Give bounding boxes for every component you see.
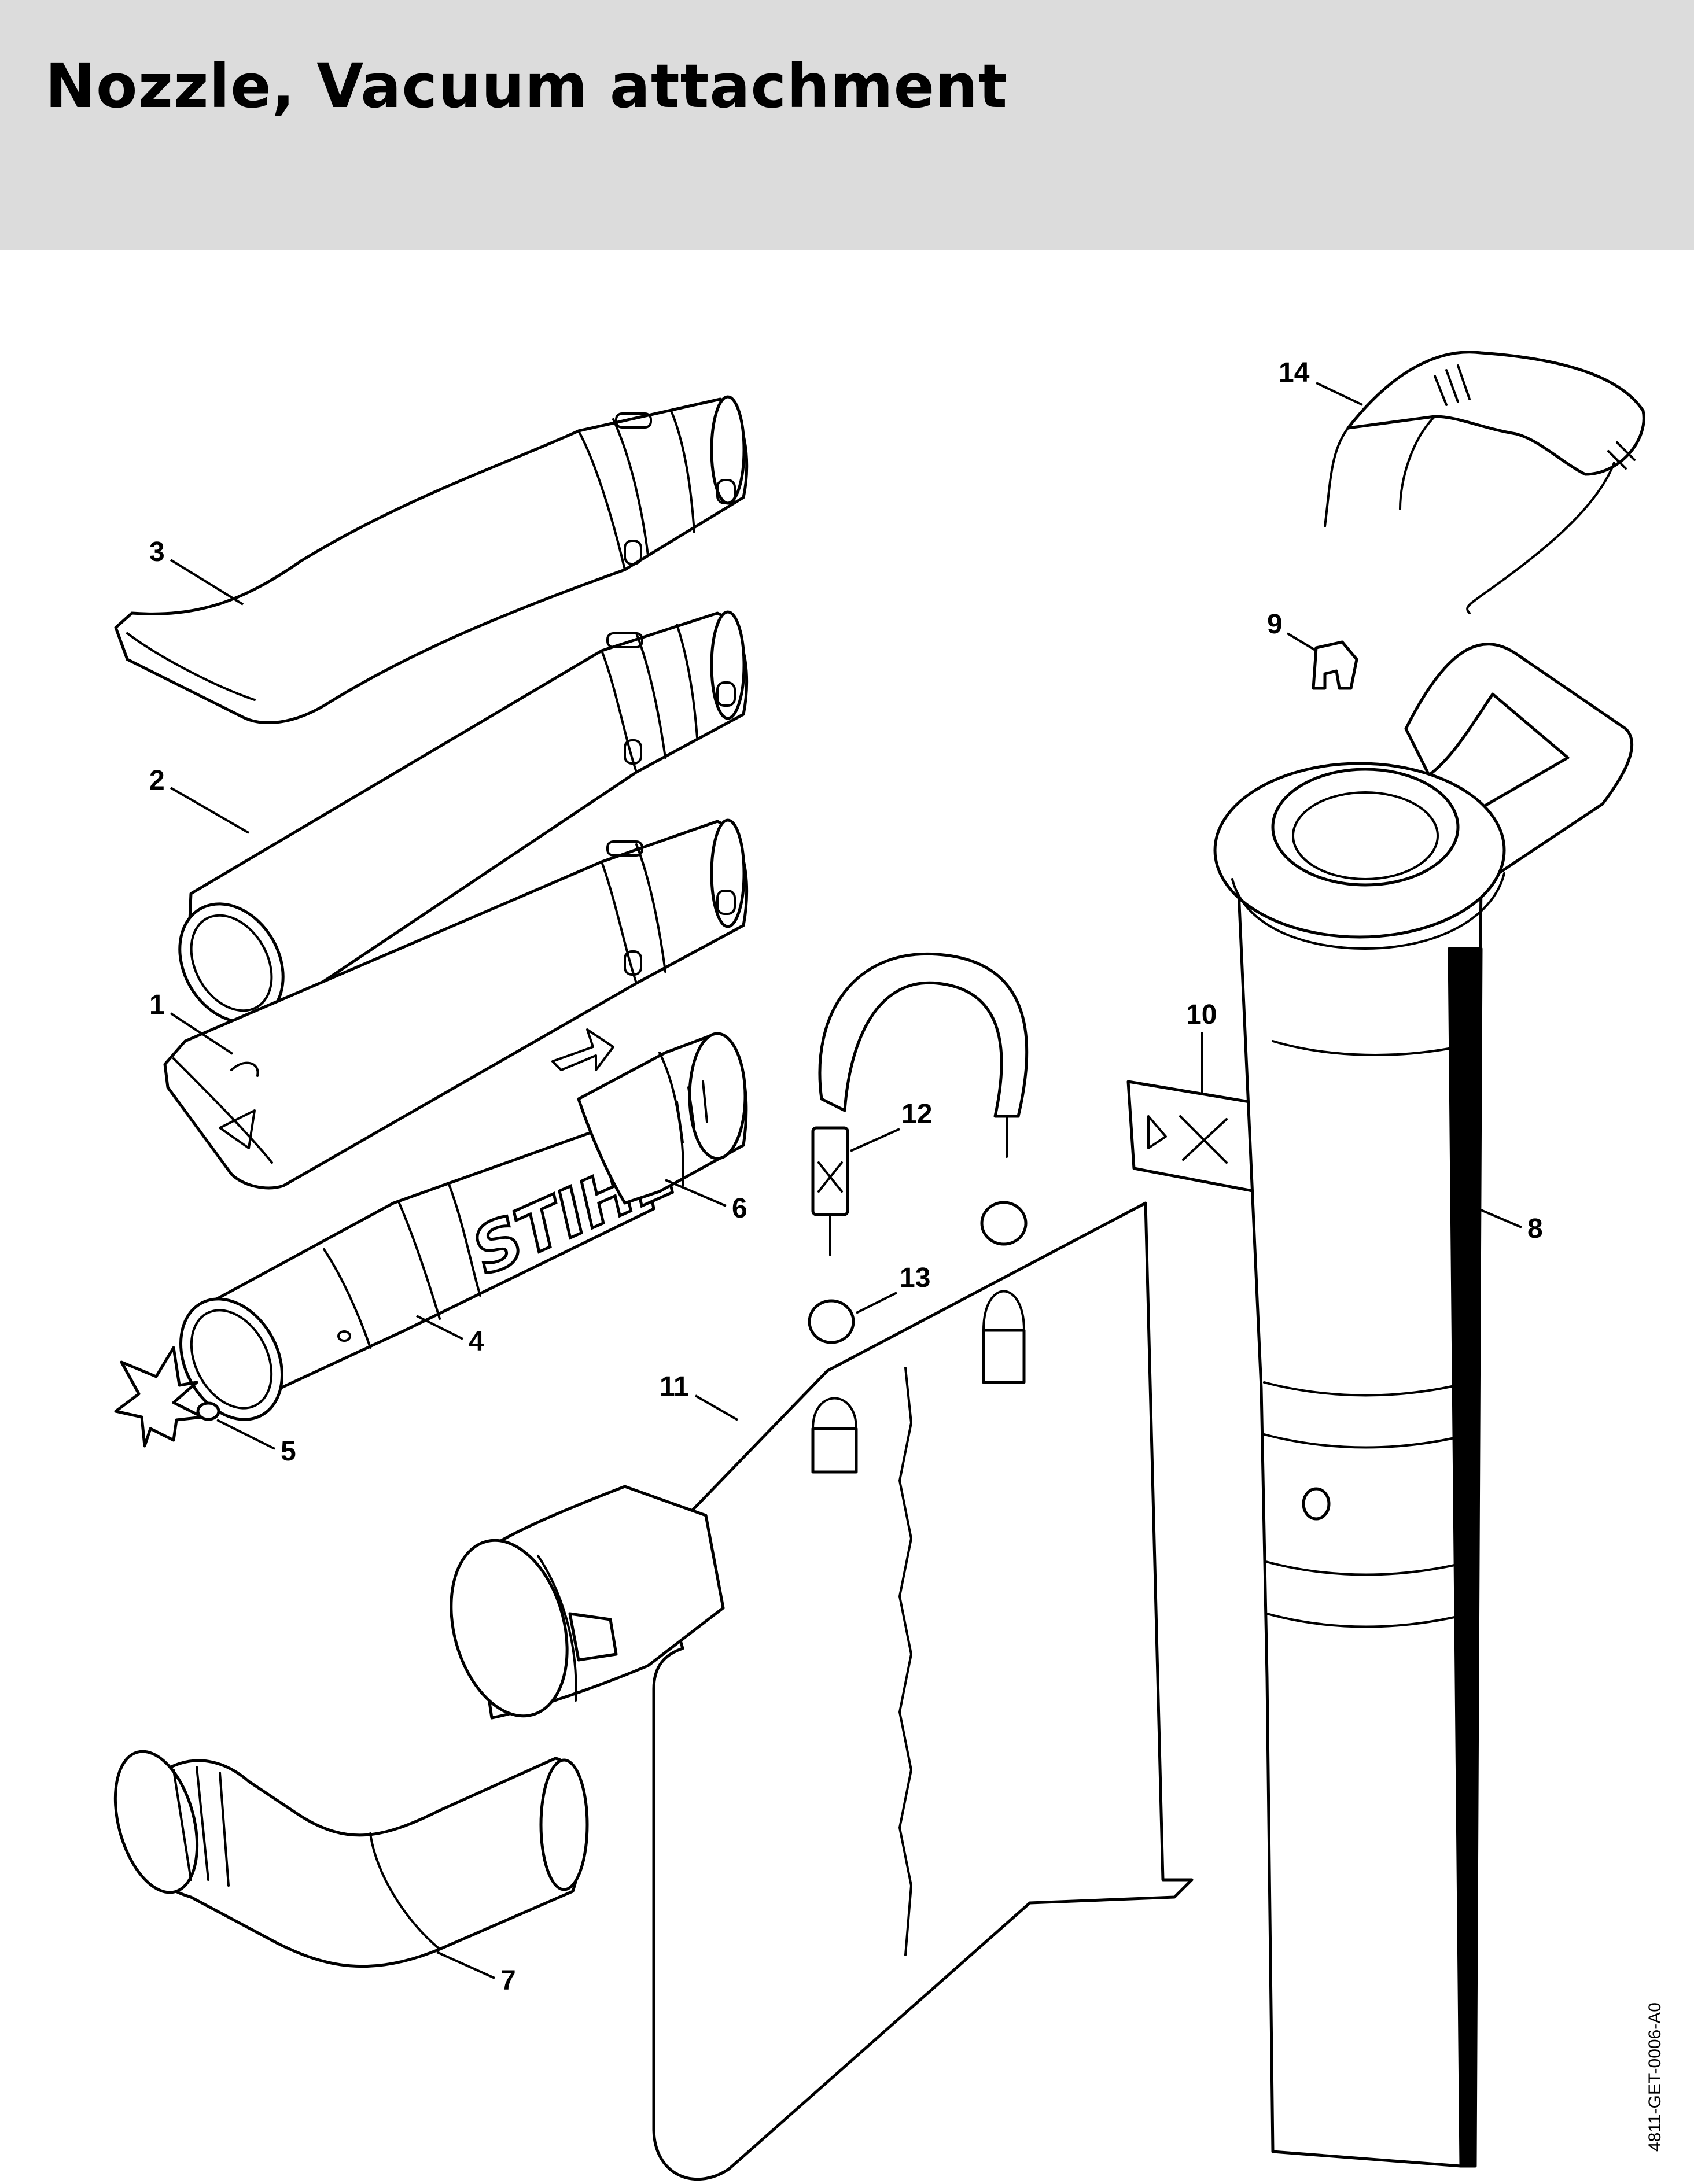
document-code: 4811-GET-0006-A0 bbox=[1645, 2002, 1664, 2152]
svg-text:12: 12 bbox=[901, 1099, 932, 1130]
svg-text:13: 13 bbox=[900, 1263, 930, 1293]
callout-13: 13 bbox=[856, 1263, 930, 1314]
callout-11: 11 bbox=[660, 1371, 738, 1421]
part-2-round-nozzle[interactable] bbox=[159, 610, 749, 1041]
svg-text:8: 8 bbox=[1527, 1213, 1543, 1244]
callout-10: 10 bbox=[1186, 999, 1217, 1093]
callout-12: 12 bbox=[850, 1099, 932, 1152]
part-9-latch[interactable] bbox=[1312, 640, 1358, 690]
svg-text:2: 2 bbox=[149, 765, 165, 796]
part-5-clip[interactable] bbox=[114, 1346, 220, 1448]
part-12-shoulder-strap[interactable] bbox=[811, 952, 1029, 1256]
callout-1: 1 bbox=[149, 990, 234, 1055]
callout-6: 6 bbox=[665, 1179, 747, 1224]
header-bar: Nozzle, Vacuum attachment bbox=[0, 0, 1694, 250]
callout-5: 5 bbox=[216, 1419, 296, 1467]
svg-text:1: 1 bbox=[149, 990, 165, 1020]
callout-8: 8 bbox=[1478, 1208, 1543, 1244]
part-1-flat-nozzle[interactable] bbox=[163, 818, 749, 1190]
svg-text:5: 5 bbox=[281, 1436, 296, 1467]
part-7-elbow[interactable] bbox=[101, 1742, 589, 1968]
callout-3: 3 bbox=[149, 537, 244, 606]
svg-text:10: 10 bbox=[1186, 999, 1217, 1030]
page-title: Nozzle, Vacuum attachment bbox=[45, 51, 1008, 121]
part-3-curved-nozzle[interactable] bbox=[114, 395, 749, 725]
callout-14: 14 bbox=[1279, 357, 1363, 406]
callout-4: 4 bbox=[416, 1315, 484, 1357]
callout-2: 2 bbox=[149, 765, 250, 834]
svg-text:9: 9 bbox=[1267, 609, 1283, 640]
callout-7: 7 bbox=[436, 1951, 516, 1996]
callout-9: 9 bbox=[1267, 609, 1317, 652]
svg-text:11: 11 bbox=[660, 1371, 689, 1402]
part-6-nut[interactable] bbox=[551, 1028, 748, 1205]
part-11-vacuum-bag[interactable] bbox=[433, 1201, 1194, 2181]
svg-text:4: 4 bbox=[469, 1326, 484, 1357]
svg-text:14: 14 bbox=[1279, 357, 1310, 388]
part-8-vacuum-tube[interactable] bbox=[1213, 643, 1634, 2168]
part-13-rings[interactable] bbox=[808, 1201, 1028, 1344]
svg-text:3: 3 bbox=[149, 537, 165, 567]
part-14-safety-glasses[interactable] bbox=[1324, 351, 1645, 614]
part-10-warning-label[interactable] bbox=[1126, 1080, 1257, 1193]
svg-text:7: 7 bbox=[500, 1965, 516, 1996]
svg-text:6: 6 bbox=[732, 1193, 747, 1224]
